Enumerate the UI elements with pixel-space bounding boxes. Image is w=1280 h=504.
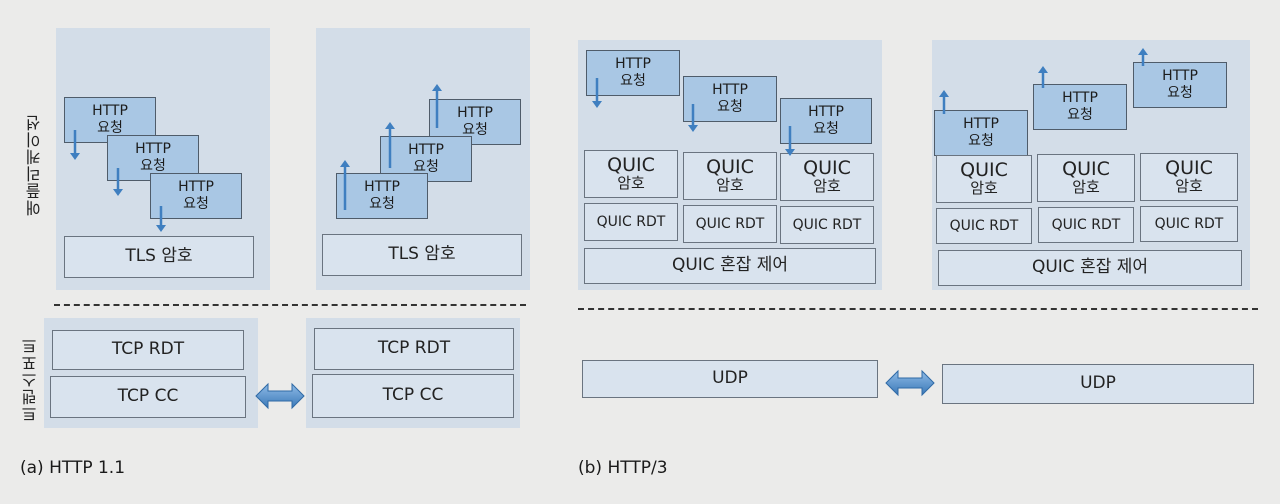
quic-rdt-box: QUIC RDT xyxy=(1038,207,1134,243)
arrow-up-icon xyxy=(340,160,350,210)
layer-separator xyxy=(578,308,1258,310)
udp-box: UDP xyxy=(582,360,878,398)
quic-rdt-box: QUIC RDT xyxy=(780,206,874,244)
tcp-cc-box: TCP CC xyxy=(312,374,514,418)
quic-rdt-box: QUIC RDT xyxy=(1140,206,1238,242)
arrow-up-icon xyxy=(1038,66,1048,88)
tls-encryption-box: TLS 암호 xyxy=(322,234,522,276)
arrow-up-icon xyxy=(1138,48,1148,66)
quic-congestion-control-box: QUIC 혼잡 제어 xyxy=(938,250,1242,286)
quic-congestion-control-box: QUIC 혼잡 제어 xyxy=(584,248,876,284)
layer-separator xyxy=(54,304,526,306)
caption-http3: (b) HTTP/3 xyxy=(578,458,668,478)
arrow-up-icon xyxy=(939,90,949,114)
arrow-down-icon xyxy=(113,168,123,196)
arrow-down-icon xyxy=(156,206,166,232)
arrow-up-icon xyxy=(432,84,442,128)
arrow-down-icon xyxy=(785,126,795,156)
tcp-cc-box: TCP CC xyxy=(50,376,246,418)
tcp-rdt-box: TCP RDT xyxy=(52,330,244,370)
quic-rdt-box: QUIC RDT xyxy=(936,208,1032,244)
caption-http11: (a) HTTP 1.1 xyxy=(20,458,126,478)
double-arrow-icon xyxy=(885,369,935,397)
double-arrow-icon xyxy=(255,382,305,410)
tls-encryption-box: TLS 암호 xyxy=(64,236,254,278)
quic-rdt-box: QUIC RDT xyxy=(683,205,777,243)
arrow-up-icon xyxy=(385,122,395,168)
arrow-down-icon xyxy=(592,78,602,108)
arrow-down-icon xyxy=(688,104,698,132)
quic-rdt-box: QUIC RDT xyxy=(584,203,678,241)
tcp-rdt-box: TCP RDT xyxy=(314,328,514,370)
arrow-down-icon xyxy=(70,130,80,160)
udp-box: UDP xyxy=(942,364,1254,404)
